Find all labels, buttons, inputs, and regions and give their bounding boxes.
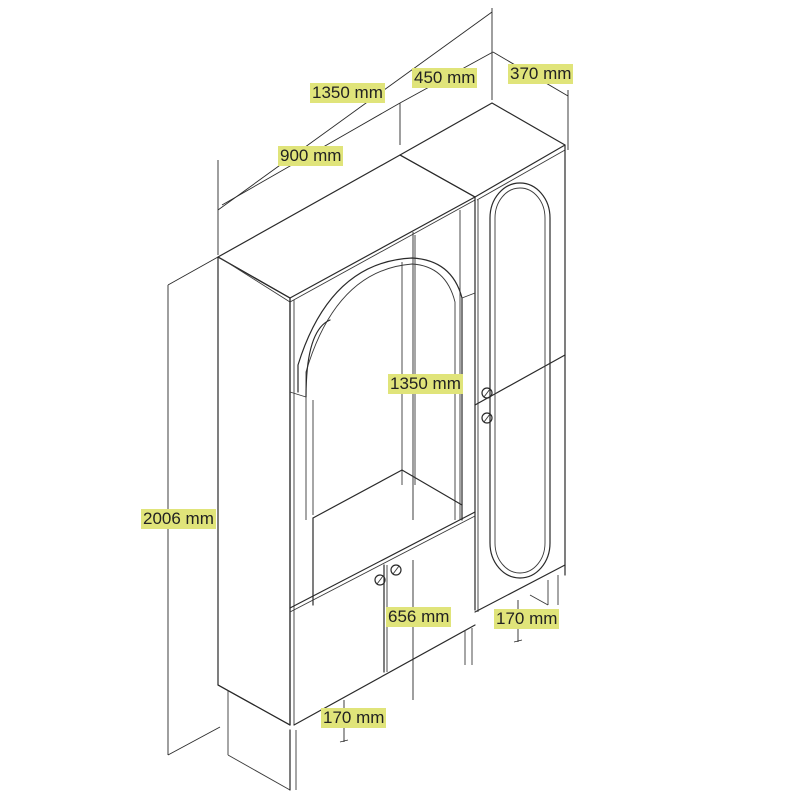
knob-icon [374, 574, 386, 586]
door-knobs [374, 387, 493, 586]
dimension-label-depth: 370 mm [508, 64, 574, 84]
dimension-label-left-module-width: 900 mm [278, 146, 344, 166]
dimension-lines [167, 8, 569, 756]
dimension-label-total-height: 2006 mm [141, 509, 216, 529]
dimension-label-right-leg-height: 170 mm [494, 609, 560, 629]
knob-icon [390, 564, 402, 576]
knob-icon [481, 387, 493, 399]
dimension-label-right-module-width: 450 mm [412, 68, 478, 88]
dimension-label-total-width: 1350 mm [310, 83, 385, 103]
dimension-label-lower-cabinet-height: 656 mm [386, 607, 452, 627]
dimension-label-glass-section-height: 1350 mm [388, 374, 463, 394]
cabinet-body [217, 102, 566, 791]
dimension-label-left-leg-height: 170 mm [321, 708, 387, 728]
oval-glass-door [489, 182, 551, 579]
knob-icon [481, 412, 493, 424]
